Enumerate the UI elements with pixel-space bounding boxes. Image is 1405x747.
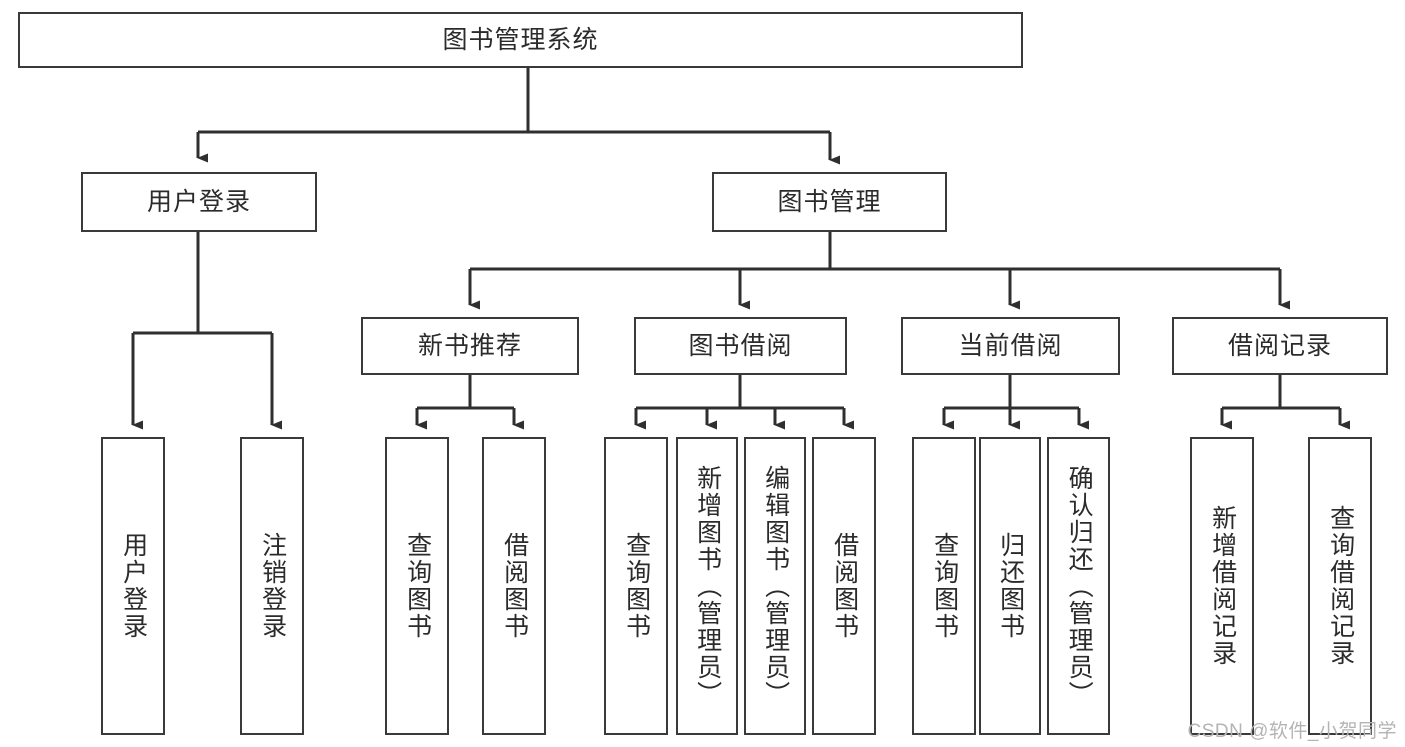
node-borrow-record-label: 借阅记录: [1227, 332, 1332, 360]
leaf-book-borrow-borrow-book[interactable]: 借阅图书: [812, 437, 876, 735]
node-new-book-recommend[interactable]: 新书推荐: [361, 317, 579, 375]
leaf-current-borrow-return-book-label: 归还图书: [996, 532, 1025, 640]
leaf-book-borrow-edit-book-admin-label: 编辑图书（管理员）: [761, 464, 790, 708]
leaf-book-borrow-add-book-admin[interactable]: 新增图书（管理员）: [676, 437, 738, 735]
leaf-user-login-logout-label: 注销登录: [258, 532, 287, 640]
leaf-current-borrow-query-book-label: 查询图书: [930, 532, 959, 640]
leaf-borrow-record-query-record-label: 查询借阅记录: [1326, 505, 1355, 667]
node-root-system-label: 图书管理系统: [442, 26, 599, 54]
leaf-new-book-borrow-book-label: 借阅图书: [500, 532, 529, 640]
node-book-management-label: 图书管理: [777, 188, 882, 216]
node-book-borrow-label: 图书借阅: [688, 332, 793, 360]
leaf-borrow-record-query-record[interactable]: 查询借阅记录: [1308, 437, 1372, 735]
leaf-user-login-login[interactable]: 用户登录: [101, 437, 165, 735]
node-root-system[interactable]: 图书管理系统: [18, 12, 1023, 68]
leaf-book-borrow-query-book[interactable]: 查询图书: [604, 437, 668, 735]
leaf-book-borrow-query-book-label: 查询图书: [622, 532, 651, 640]
leaf-book-borrow-edit-book-admin[interactable]: 编辑图书（管理员）: [744, 437, 806, 735]
leaf-user-login-login-label: 用户登录: [119, 532, 148, 640]
leaf-new-book-borrow-book[interactable]: 借阅图书: [482, 437, 546, 735]
watermark-text: CSDN @软件_小贺同学: [1187, 721, 1397, 742]
leaf-current-borrow-query-book[interactable]: 查询图书: [912, 437, 976, 735]
leaf-user-login-logout[interactable]: 注销登录: [240, 437, 304, 735]
leaf-borrow-record-add-record-label: 新增借阅记录: [1208, 505, 1237, 667]
leaf-book-borrow-add-book-admin-label: 新增图书（管理员）: [693, 464, 722, 708]
node-current-borrow[interactable]: 当前借阅: [901, 317, 1120, 375]
node-book-management[interactable]: 图书管理: [712, 172, 947, 232]
leaf-new-book-query-book-label: 查询图书: [403, 532, 432, 640]
leaf-new-book-query-book[interactable]: 查询图书: [385, 437, 449, 735]
node-user-login-label: 用户登录: [146, 188, 251, 216]
leaf-book-borrow-borrow-book-label: 借阅图书: [830, 532, 859, 640]
leaf-current-borrow-return-book[interactable]: 归还图书: [979, 437, 1041, 735]
node-borrow-record[interactable]: 借阅记录: [1172, 317, 1388, 375]
node-new-book-recommend-label: 新书推荐: [417, 332, 522, 360]
leaf-current-borrow-confirm-return-admin[interactable]: 确认归还（管理员）: [1047, 437, 1110, 735]
leaf-borrow-record-add-record[interactable]: 新增借阅记录: [1190, 437, 1254, 735]
leaf-current-borrow-confirm-return-admin-label: 确认归还（管理员）: [1065, 464, 1094, 708]
node-book-borrow[interactable]: 图书借阅: [634, 317, 847, 375]
node-current-borrow-label: 当前借阅: [958, 332, 1063, 360]
node-user-login[interactable]: 用户登录: [81, 172, 317, 232]
